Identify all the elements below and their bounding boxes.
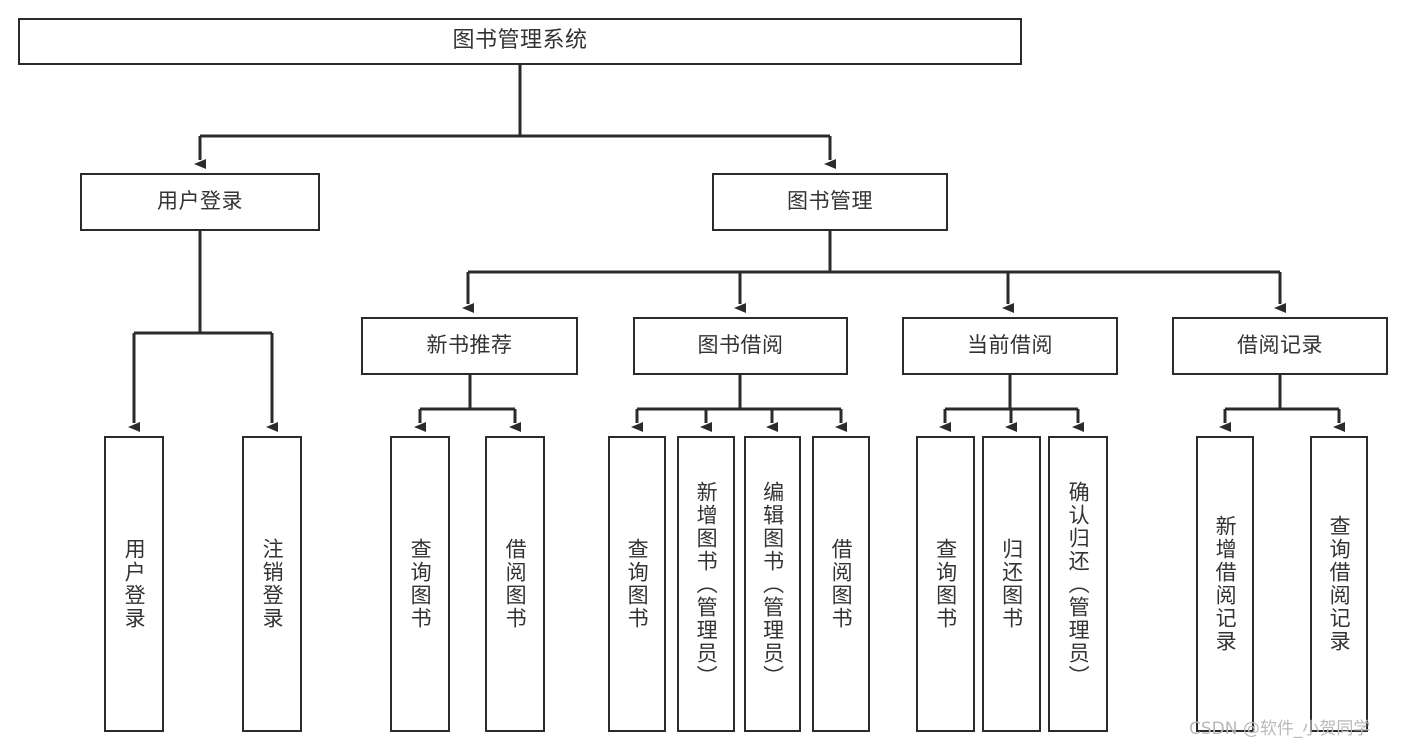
node-book-borrow[interactable]: 图书借阅: [633, 317, 848, 375]
node-leaf-confirm-return[interactable]: 确认归还（管理员）: [1048, 436, 1108, 732]
node-leaf-query-record[interactable]: 查询借阅记录: [1310, 436, 1368, 732]
node-book-management[interactable]: 图书管理: [712, 173, 948, 231]
node-leaf-borrow-book-2[interactable]: 借阅图书: [812, 436, 870, 732]
node-borrow-record[interactable]: 借阅记录: [1172, 317, 1388, 375]
node-leaf-add-book[interactable]: 新增图书（管理员）: [677, 436, 735, 732]
node-root[interactable]: 图书管理系统: [18, 18, 1022, 65]
node-user-login[interactable]: 用户登录: [80, 173, 320, 231]
node-leaf-logout[interactable]: 注销登录: [242, 436, 302, 732]
watermark-label: CSDN @软件_小贺同学: [1189, 719, 1371, 739]
connector-lines: [128, 65, 1345, 432]
node-leaf-query-book-1[interactable]: 查询图书: [390, 436, 450, 732]
node-leaf-query-book-2[interactable]: 查询图书: [608, 436, 666, 732]
node-leaf-borrow-book-1[interactable]: 借阅图书: [485, 436, 545, 732]
node-leaf-query-book-3[interactable]: 查询图书: [916, 436, 975, 732]
node-leaf-edit-book[interactable]: 编辑图书（管理员）: [744, 436, 801, 732]
node-leaf-user-login[interactable]: 用户登录: [104, 436, 164, 732]
node-leaf-return-book[interactable]: 归还图书: [982, 436, 1041, 732]
node-new-book-recommend[interactable]: 新书推荐: [361, 317, 578, 375]
node-leaf-add-record[interactable]: 新增借阅记录: [1196, 436, 1254, 732]
node-current-borrow[interactable]: 当前借阅: [902, 317, 1118, 375]
